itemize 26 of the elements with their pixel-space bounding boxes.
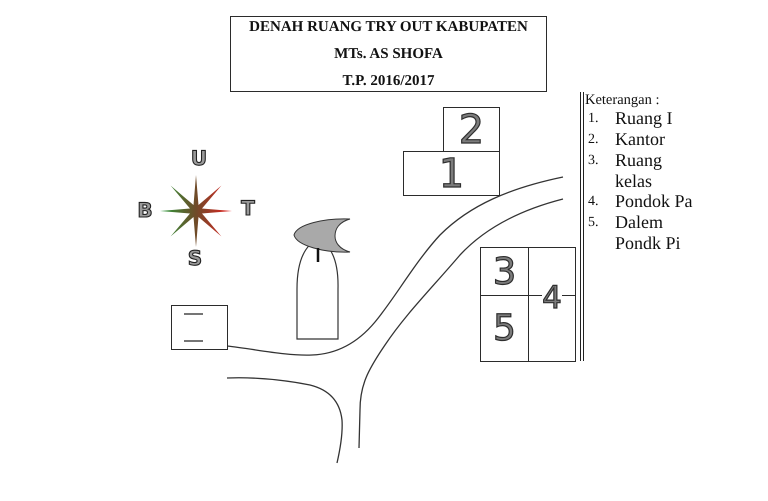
title-text: T.P. 2016/2017 <box>342 73 435 90</box>
compass-direction-label: U <box>190 148 208 168</box>
compass-direction-label: B <box>137 200 153 220</box>
list-number: 4. <box>588 193 598 211</box>
compass-direction-label: S <box>188 248 202 268</box>
room-box <box>528 247 576 362</box>
list-number: 3. <box>588 152 598 170</box>
room-box <box>480 295 529 362</box>
title-box <box>230 16 547 92</box>
legend-item-text: Kantor <box>615 129 665 150</box>
legend-item-text: Dalem Pondk Pi <box>615 212 682 254</box>
room-box <box>443 107 500 152</box>
title-text: MTs. AS SHOFA <box>334 46 443 63</box>
room-box <box>403 151 500 196</box>
mosque-drawing <box>293 217 352 341</box>
list-number: 5. <box>588 214 598 232</box>
legend-item-text: Pondok Pa <box>615 191 693 212</box>
list-number: 2. <box>588 131 598 149</box>
legend-item-text: Ruang I <box>615 108 672 129</box>
legend-heading: Keterangan : <box>585 91 660 109</box>
room-box <box>480 247 529 296</box>
small-building-box <box>171 305 228 350</box>
list-number: 1. <box>588 110 598 128</box>
title-text: DENAH RUANG TRY OUT KABUPATEN <box>249 19 528 36</box>
legend-item-text: Ruang kelas <box>615 150 663 192</box>
compass-direction-label: T <box>241 198 255 218</box>
